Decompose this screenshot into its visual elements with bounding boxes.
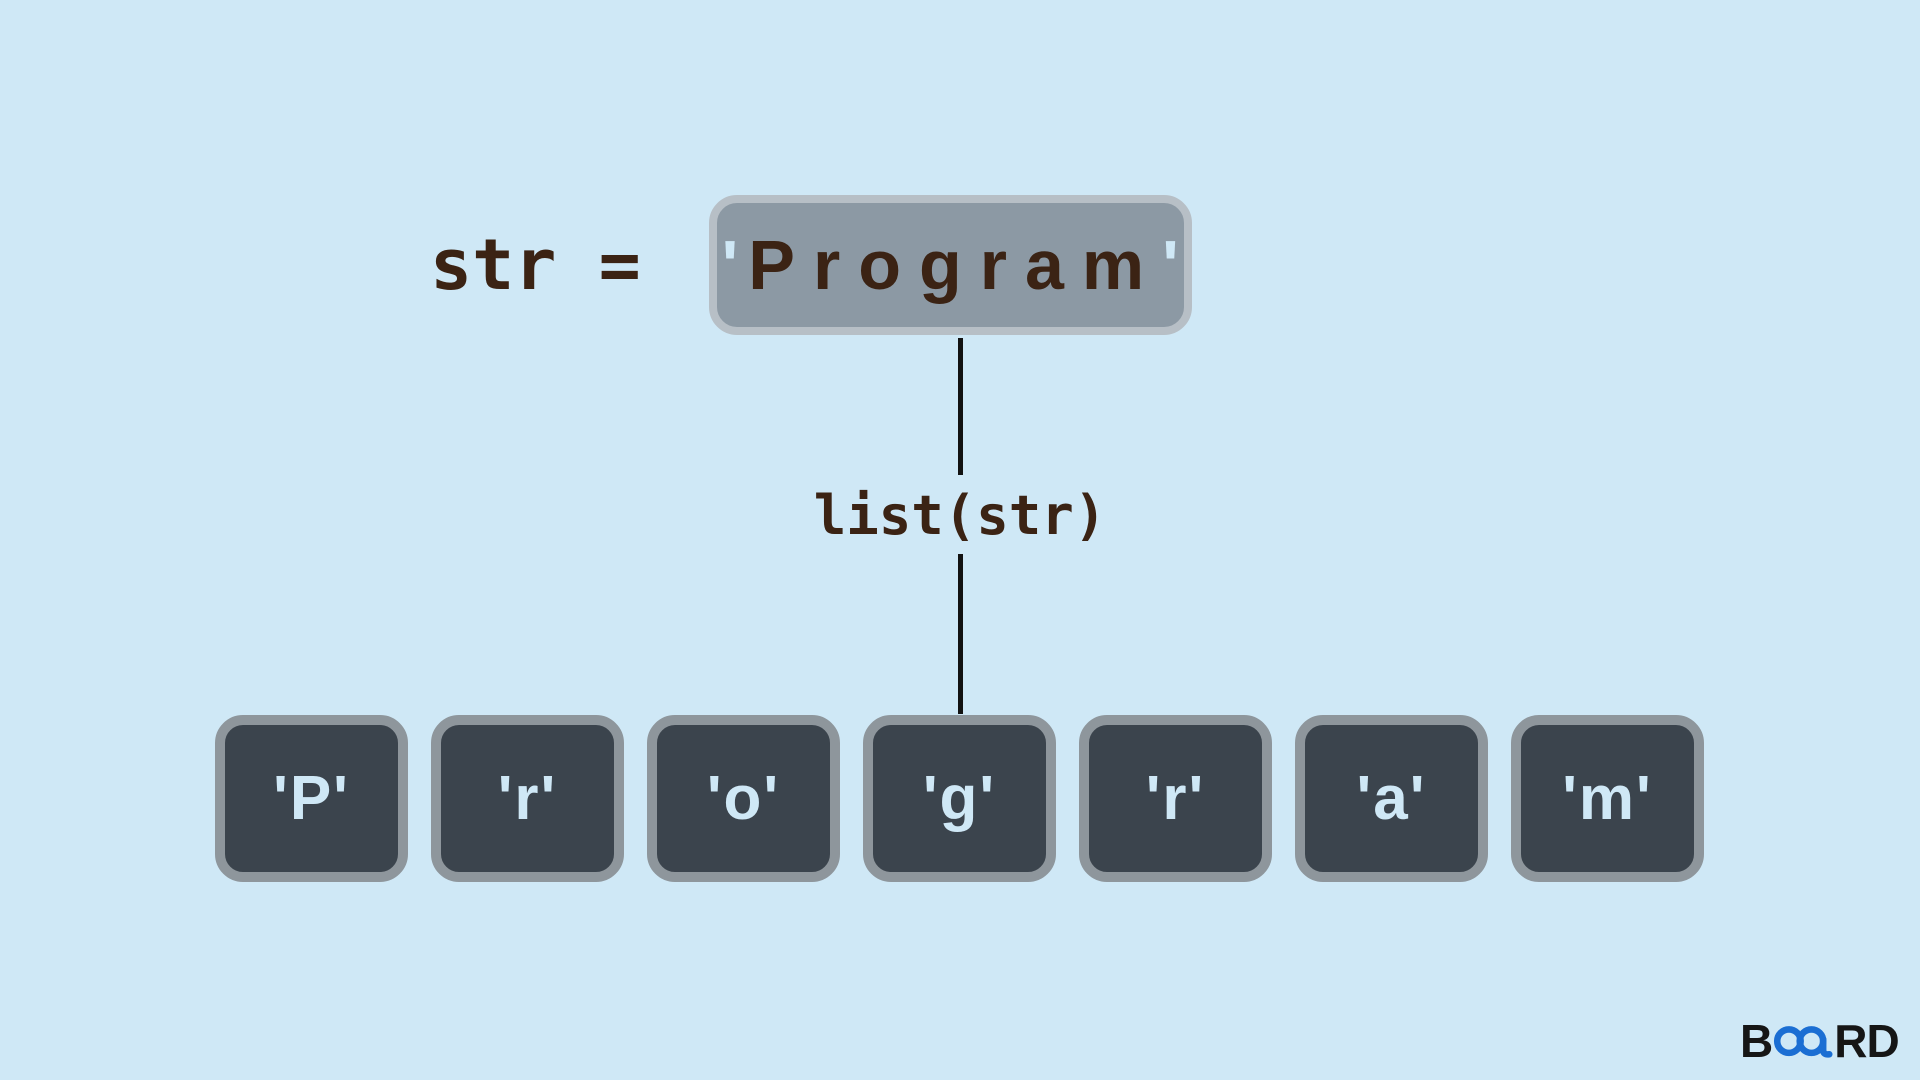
- char-box: 'g': [863, 715, 1056, 882]
- function-label: list(str): [813, 484, 1107, 547]
- char-box: 'P': [215, 715, 408, 882]
- char-box: 'a': [1295, 715, 1488, 882]
- close-quote: ': [1162, 226, 1179, 304]
- char-box: 'm': [1511, 715, 1704, 882]
- string-variable-label: str =: [430, 224, 641, 306]
- open-quote: ': [721, 226, 739, 304]
- connector-line-top: [958, 338, 963, 475]
- string-value-box: ' Program ': [708, 195, 1192, 335]
- infinity-icon: [1774, 1026, 1833, 1058]
- string-value: Program: [748, 226, 1163, 304]
- character-row: 'P' 'r' 'o' 'g' 'r' 'a' 'm': [215, 715, 1704, 882]
- char-box: 'r': [1079, 715, 1272, 882]
- logo-prefix: B: [1740, 1015, 1773, 1067]
- assignment-row: str = ' Program ': [430, 195, 1192, 335]
- char-box: 'o': [647, 715, 840, 882]
- board-logo: B RD: [1740, 1015, 1900, 1067]
- connector-line-bottom: [958, 554, 963, 714]
- char-box: 'r': [431, 715, 624, 882]
- logo-suffix: RD: [1834, 1015, 1899, 1067]
